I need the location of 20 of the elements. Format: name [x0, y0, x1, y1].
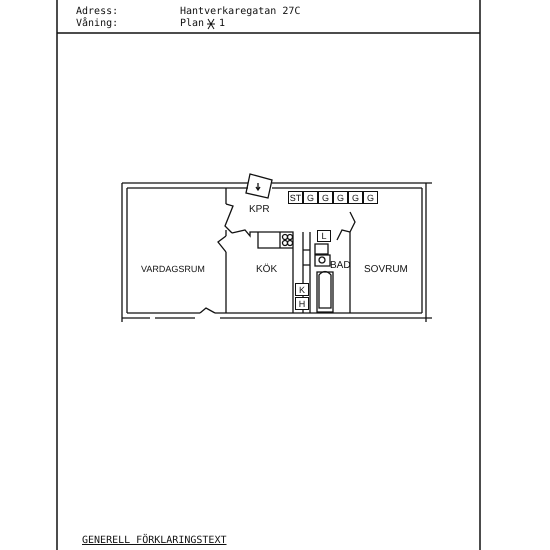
cabinet: G: [348, 191, 363, 204]
room-label: SOVRUM: [364, 265, 408, 275]
storage-cabinet: ST: [288, 191, 303, 204]
room-label: KPR: [249, 205, 270, 215]
floor-text: Plan: [180, 19, 204, 29]
cabinet: L: [317, 230, 331, 242]
room-label: BAD: [330, 261, 351, 271]
field-label: Adress:: [76, 7, 118, 17]
room-label: KÖK: [256, 265, 278, 275]
cabinet: G: [318, 191, 333, 204]
cabinet: H: [295, 297, 309, 310]
room-label: VARDAGSRUM: [141, 265, 205, 274]
floor-text: 1: [219, 19, 226, 29]
field-label: Våning:: [76, 19, 118, 29]
cabinet: K: [295, 283, 309, 296]
cabinet: G: [363, 191, 378, 204]
heading: GENERELL FÖRKLARINGSTEXT: [82, 536, 226, 546]
cabinet: G: [303, 191, 318, 204]
address-text: Hantverkaregatan 27C: [180, 7, 300, 17]
cabinet: G: [333, 191, 348, 204]
